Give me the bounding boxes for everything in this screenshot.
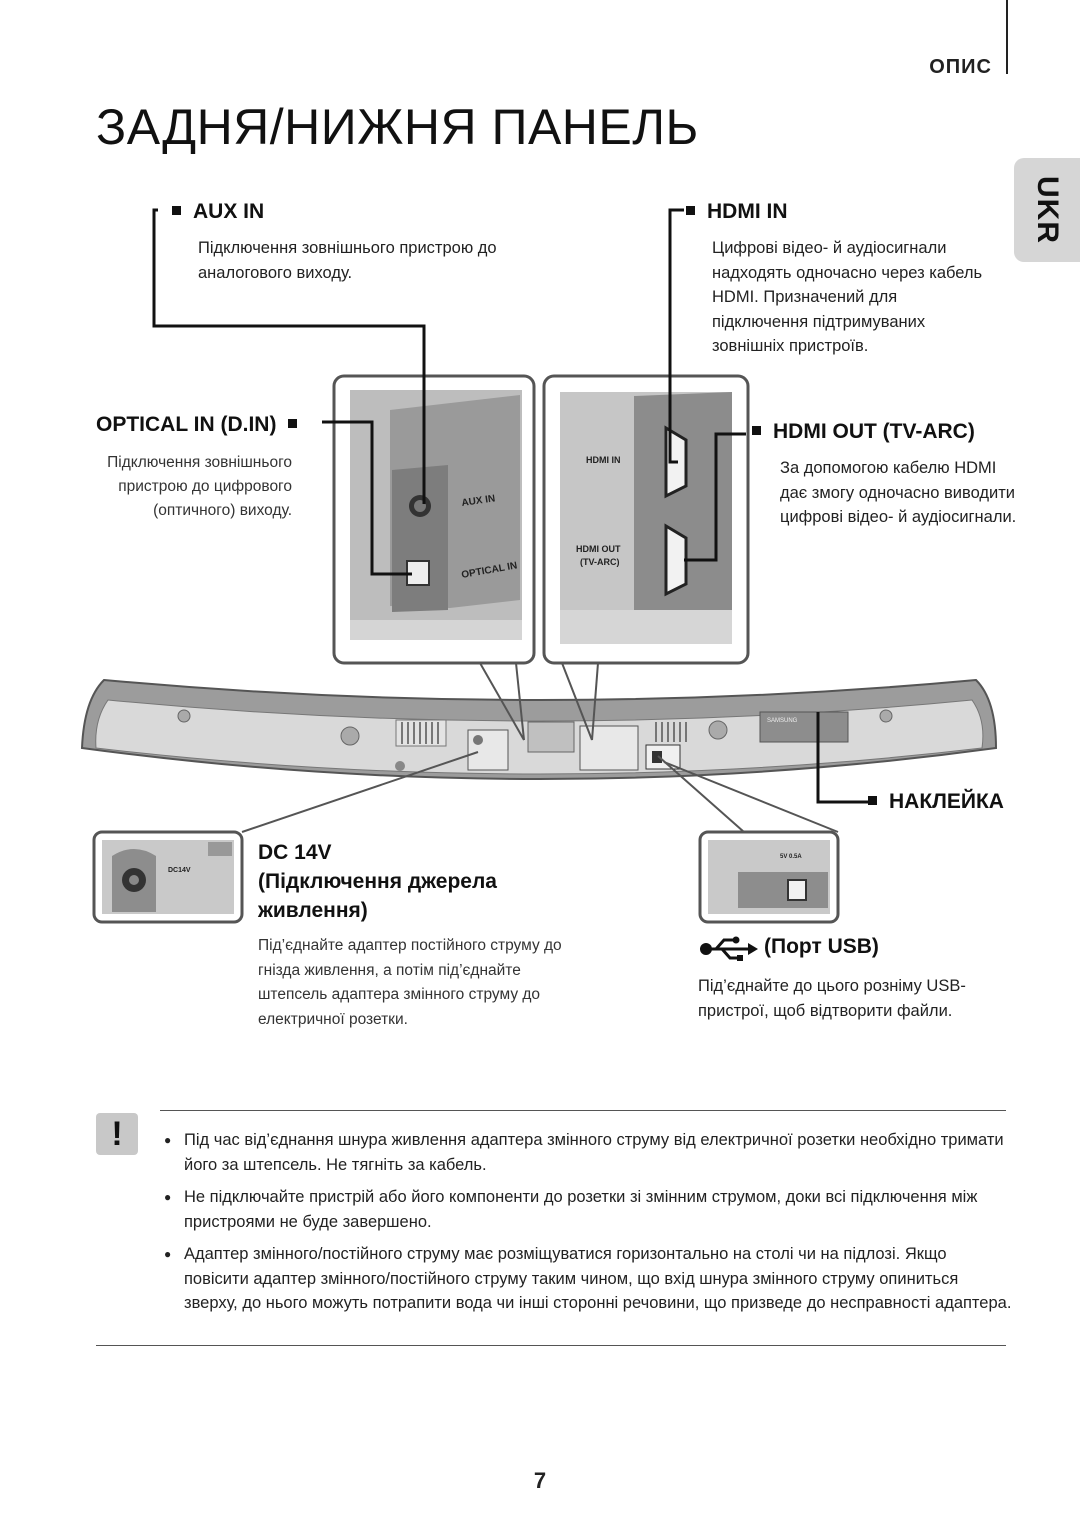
aux-in-panel-label: AUX IN xyxy=(461,493,496,509)
usb-zoom-box: 5V 0.5A xyxy=(698,830,840,924)
rear-panel-illustration: AUX IN OPTICAL IN HDMI IN HDMI OUT (TV-A… xyxy=(80,208,998,924)
samsung-label: SAMSUNG xyxy=(767,718,798,724)
usb-heading: (Порт USB) xyxy=(764,935,879,958)
notes-top-rule xyxy=(160,1110,1006,1111)
callout-lines xyxy=(152,208,872,804)
optical-in-description: Підключення зовнішнього пристрою до цифр… xyxy=(107,454,292,519)
hdmi-in-panel-label: HDMI IN xyxy=(586,455,621,465)
hdmi-in-description: Цифрові відео- й аудіосигнали надходять … xyxy=(712,239,983,355)
bullet-square-icon xyxy=(752,425,761,435)
sticker-heading: НАКЛЕЙКА xyxy=(868,790,1004,814)
dc-heading: DC 14V (Підключення джерела живлення) xyxy=(258,841,497,922)
aux-in-description: Підключення зовнішнього пристрою до анал… xyxy=(198,239,497,282)
usb-rating-panel-label: 5V 0.5A xyxy=(780,854,802,860)
notes-bottom-rule xyxy=(96,1345,1006,1346)
caution-notes: Під час від’єднання шнура живлення адапт… xyxy=(164,1128,1014,1324)
bullet-square-icon xyxy=(288,418,298,428)
hdmi-out-description: За допомогою кабелю HDMI дає змогу одноч… xyxy=(780,459,1017,526)
usb-description: Під’єднайте до цього розніму USB-пристро… xyxy=(698,977,966,1020)
section-label: ОПИС xyxy=(929,56,992,78)
page-number: 7 xyxy=(533,1468,547,1493)
aux-in-heading: AUX IN xyxy=(172,200,264,224)
hdmi-out-panel-label: HDMI OUT xyxy=(576,544,621,554)
dc-description: Під’єднайте адаптер постійного струму до… xyxy=(258,937,562,1028)
dc-zoom-box: DC14V xyxy=(92,830,244,924)
zoom-pointers xyxy=(241,662,839,833)
hdmi-in-heading: HDMI IN xyxy=(686,200,788,224)
aux-optical-zoom-box: AUX IN OPTICAL IN xyxy=(332,374,536,665)
optical-in-heading: OPTICAL IN (D.IN) xyxy=(96,413,298,437)
dc14v-panel-label: DC14V xyxy=(168,867,191,874)
hdmi-out-heading: HDMI OUT (TV-ARC) xyxy=(752,420,975,444)
header-rule xyxy=(1006,0,1008,74)
caution-icon: ! xyxy=(96,1113,138,1155)
hdmi-out-arc-panel-label: (TV-ARC) xyxy=(580,557,620,567)
bullet-square-icon xyxy=(868,795,877,805)
caution-note: Адаптер змінного/постійного струму має р… xyxy=(164,1242,1014,1316)
soundbar-rear-view: SAMSUNG xyxy=(80,678,998,780)
bullet-square-icon xyxy=(172,205,181,215)
caution-note: Не підключайте пристрій або його компоне… xyxy=(164,1185,1014,1234)
hdmi-zoom-box: HDMI IN HDMI OUT (TV-ARC) xyxy=(542,374,750,665)
usb-icon xyxy=(700,936,758,961)
caution-note: Під час від’єднання шнура живлення адапт… xyxy=(164,1128,1014,1177)
bullet-square-icon xyxy=(686,205,695,215)
language-tab: UKR xyxy=(1014,158,1080,262)
page-title: ЗАДНЯ/НИЖНЯ ПАНЕЛЬ xyxy=(96,99,699,155)
